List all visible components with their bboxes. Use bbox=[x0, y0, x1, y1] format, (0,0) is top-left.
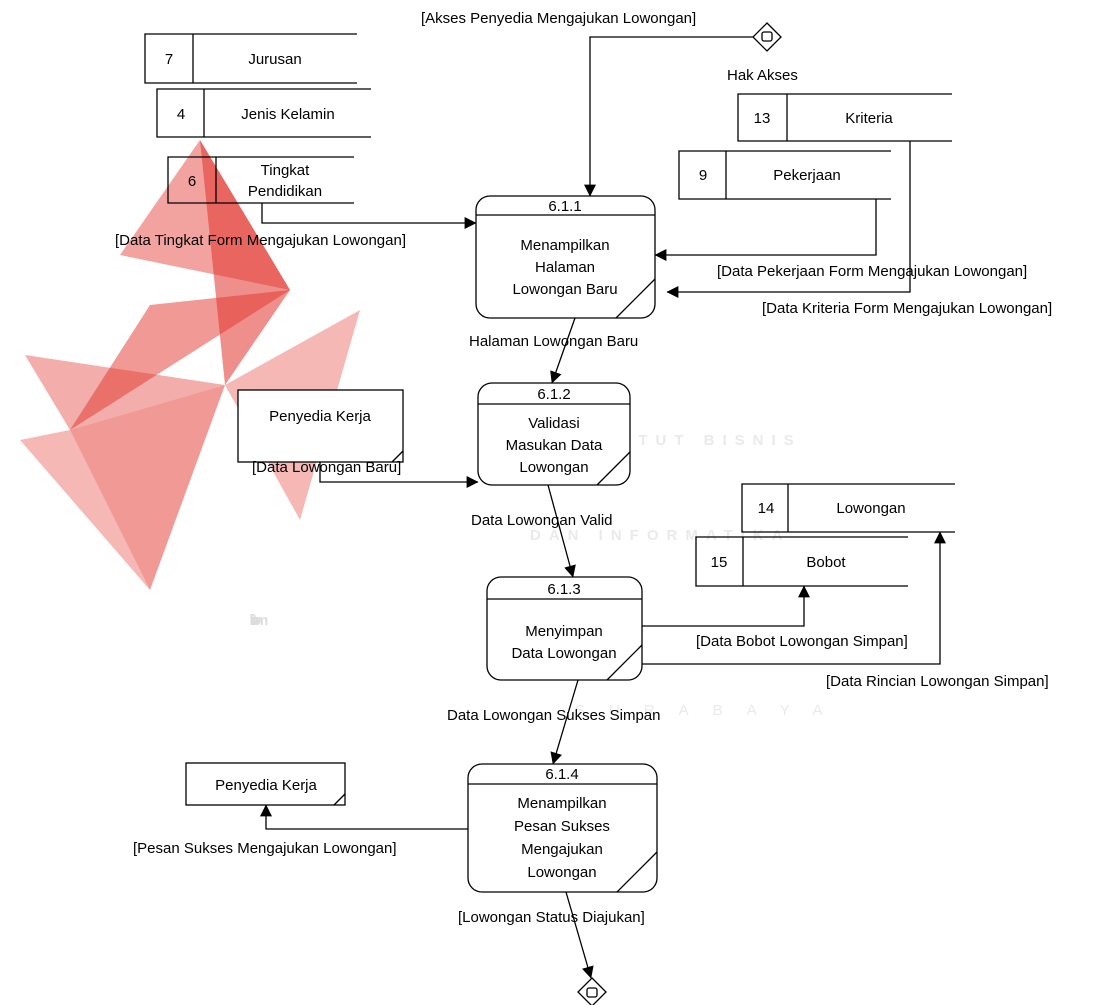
flow-data-baru-label: [Data Lowongan Baru] bbox=[252, 459, 401, 476]
flow-data-valid-arrow bbox=[547, 484, 576, 578]
flow-data-pekerjaan-arrow bbox=[654, 199, 877, 261]
flow-data-kriteria-label: [Data Kriteria Form Mengajukan Lowongan] bbox=[762, 300, 1052, 317]
store-jenis-kelamin-number: 4 bbox=[177, 106, 185, 123]
flow-sukses-simpan-arrow bbox=[550, 679, 579, 765]
store-jenis-kelamin[interactable]: 4 Jenis Kelamin bbox=[156, 88, 371, 138]
process-6-1-4-line-4: Lowongan bbox=[527, 864, 596, 881]
store-jurusan-name: Jurusan bbox=[248, 51, 301, 68]
flow-bobot-simpan-label: [Data Bobot Lowongan Simpan] bbox=[696, 633, 908, 650]
flow-data-pekerjaan-label: [Data Pekerjaan Form Mengajukan Lowongan… bbox=[717, 263, 1027, 280]
process-6-1-3[interactable]: 6.1.3 Menyimpan Data Lowongan bbox=[486, 576, 643, 681]
entity-penyedia-kerja-2-label: Penyedia Kerja bbox=[215, 777, 317, 794]
flow-status-diajukan-arrow bbox=[565, 891, 594, 979]
store-pekerjaan-number: 9 bbox=[699, 167, 707, 184]
entity-penyedia-kerja-2[interactable]: Penyedia Kerja bbox=[185, 762, 346, 806]
process-6-1-1-line-3: Lowongan Baru bbox=[512, 281, 617, 298]
process-6-1-2[interactable]: 6.1.2 Validasi Masukan Data Lowongan bbox=[477, 382, 631, 486]
flow-bobot-simpan-arrow bbox=[642, 585, 810, 627]
store-pekerjaan-name: Pekerjaan bbox=[773, 167, 841, 184]
process-6-1-4-number: 6.1.4 bbox=[545, 766, 578, 783]
process-6-1-2-number: 6.1.2 bbox=[537, 386, 570, 403]
process-6-1-2-line-2: Masukan Data bbox=[506, 437, 603, 454]
flow-data-kriteria-arrow bbox=[666, 141, 911, 298]
label-hak-akses: Hak Akses bbox=[727, 67, 798, 84]
process-6-1-3-line-1: Menyimpan bbox=[525, 623, 603, 640]
flow-akses-label: [Akses Penyedia Mengajukan Lowongan] bbox=[421, 10, 696, 27]
process-6-1-1-line-1: Menampilkan bbox=[520, 237, 609, 254]
end-connector-diamond[interactable] bbox=[577, 977, 607, 1005]
watermark-logo-shape bbox=[20, 140, 360, 590]
store-tingkat-pendidikan-name-1: Tingkat bbox=[261, 162, 310, 179]
flow-pesan-sukses-arrow bbox=[260, 804, 468, 830]
store-bobot[interactable]: 15 Bobot bbox=[695, 536, 908, 587]
flow-sukses-simpan-label: Data Lowongan Sukses Simpan bbox=[447, 707, 660, 724]
store-pekerjaan[interactable]: 9 Pekerjaan bbox=[678, 150, 891, 200]
start-connector-diamond[interactable] bbox=[752, 22, 782, 52]
store-kriteria-name: Kriteria bbox=[845, 110, 893, 127]
flow-arrows bbox=[260, 36, 946, 979]
flow-rincian-simpan-label: [Data Rincian Lowongan Simpan] bbox=[826, 673, 1049, 690]
store-kriteria[interactable]: 13 Kriteria bbox=[737, 93, 952, 142]
process-6-1-1[interactable]: 6.1.1 Menampilkan Halaman Lowongan Baru bbox=[475, 195, 656, 319]
store-jurusan-number: 7 bbox=[165, 51, 173, 68]
process-6-1-4-line-3: Mengajukan bbox=[521, 841, 603, 858]
process-6-1-2-line-1: Validasi bbox=[528, 415, 579, 432]
store-lowongan-name: Lowongan bbox=[836, 500, 905, 517]
flow-pesan-sukses-label: [Pesan Sukses Mengajukan Lowongan] bbox=[133, 840, 397, 857]
store-tingkat-pendidikan-name-2: Pendidikan bbox=[248, 183, 322, 200]
flow-data-tingkat-label: [Data Tingkat Form Mengajukan Lowongan] bbox=[115, 232, 406, 249]
store-lowongan[interactable]: 14 Lowongan bbox=[741, 483, 955, 533]
store-jurusan[interactable]: 7 Jurusan bbox=[144, 33, 357, 84]
store-bobot-name: Bobot bbox=[806, 554, 846, 571]
flow-data-valid-label: Data Lowongan Valid bbox=[471, 512, 613, 529]
flow-data-tingkat-arrow bbox=[261, 203, 477, 229]
process-6-1-4-line-1: Menampilkan bbox=[517, 795, 606, 812]
flow-akses-arrow bbox=[584, 36, 753, 197]
process-6-1-1-line-2: Halaman bbox=[535, 259, 595, 276]
store-jenis-kelamin-name: Jenis Kelamin bbox=[241, 106, 334, 123]
store-kriteria-number: 13 bbox=[754, 110, 771, 127]
watermark-logo-text: stikom bbox=[250, 612, 268, 629]
flow-status-diajukan-label: [Lowongan Status Diajukan] bbox=[458, 909, 645, 926]
store-bobot-number: 15 bbox=[711, 554, 728, 571]
process-6-1-4-line-2: Pesan Sukses bbox=[514, 818, 610, 835]
watermark-line-2: DAN INFORMATIKA bbox=[530, 527, 791, 544]
flow-halaman-baru-arrow bbox=[550, 317, 576, 384]
process-6-1-1-number: 6.1.1 bbox=[548, 198, 581, 215]
entity-penyedia-kerja-1-label: Penyedia Kerja bbox=[269, 408, 371, 425]
process-6-1-3-number: 6.1.3 bbox=[547, 581, 580, 598]
store-tingkat-pendidikan[interactable]: 6 Tingkat Pendidikan bbox=[167, 156, 354, 204]
process-6-1-3-line-2: Data Lowongan bbox=[511, 645, 616, 662]
entity-penyedia-kerja-1[interactable]: Penyedia Kerja bbox=[237, 389, 404, 463]
flow-halaman-baru-label: Halaman Lowongan Baru bbox=[469, 333, 638, 350]
store-tingkat-pendidikan-number: 6 bbox=[188, 173, 196, 190]
process-6-1-2-line-3: Lowongan bbox=[519, 459, 588, 476]
process-6-1-4[interactable]: 6.1.4 Menampilkan Pesan Sukses Mengajuka… bbox=[467, 763, 658, 893]
watermark-line-3: SURABAYA bbox=[575, 702, 846, 719]
store-lowongan-number: 14 bbox=[758, 500, 775, 517]
flow-data-baru-arrow bbox=[319, 462, 479, 488]
flow-rincian-simpan-arrow bbox=[642, 531, 946, 665]
